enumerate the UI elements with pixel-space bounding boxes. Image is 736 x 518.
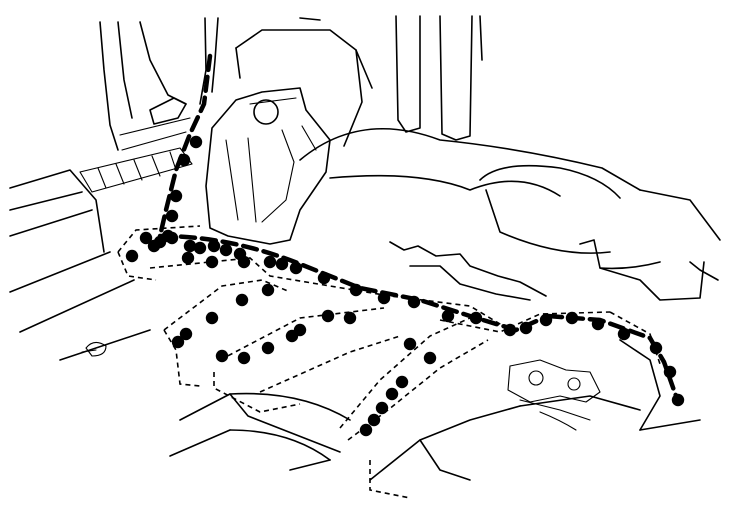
spot-weld — [125, 249, 139, 263]
spot-weld — [469, 311, 483, 325]
spot-weld — [407, 295, 421, 309]
hidden-edge-lines — [117, 225, 661, 499]
spot-weld — [237, 255, 251, 269]
spot-weld — [591, 317, 605, 331]
spot-weld — [343, 311, 357, 325]
spot-weld — [565, 311, 579, 325]
spot-weld — [171, 335, 185, 349]
spot-weld — [663, 365, 677, 379]
spot-weld — [503, 323, 517, 337]
spot-weld — [423, 351, 437, 365]
spot-weld — [205, 255, 219, 269]
spot-weld — [317, 271, 331, 285]
spot-weld — [235, 293, 249, 307]
spot-weld — [189, 135, 203, 149]
spot-weld — [165, 231, 179, 245]
body-structure-lines — [9, 15, 721, 481]
spot-weld — [237, 351, 251, 365]
spot-weld — [617, 327, 631, 341]
spot-weld — [395, 375, 409, 389]
spot-weld — [289, 261, 303, 275]
spot-weld — [165, 209, 179, 223]
spot-weld — [375, 401, 389, 415]
spot-weld — [153, 235, 167, 249]
spot-weld — [139, 231, 153, 245]
spot-weld — [359, 423, 373, 437]
spot-weld — [261, 283, 275, 297]
spot-weld — [519, 321, 533, 335]
spot-weld — [215, 349, 229, 363]
spot-weld — [261, 341, 275, 355]
spot-weld — [377, 291, 391, 305]
spot-weld — [539, 313, 553, 327]
spot-weld — [183, 239, 197, 253]
spot-weld — [403, 337, 417, 351]
spot-weld — [321, 309, 335, 323]
spot-weld — [285, 329, 299, 343]
spot-weld — [367, 413, 381, 427]
spot-weld — [263, 255, 277, 269]
sealer-bead-lines — [157, 53, 679, 399]
spot-weld — [179, 327, 193, 341]
spot-weld — [671, 393, 685, 407]
spot-weld — [385, 387, 399, 401]
spot-weld — [275, 257, 289, 271]
spot-weld — [193, 241, 207, 255]
spot-weld — [207, 239, 221, 253]
spot-weld-points — [125, 135, 685, 437]
spot-weld — [441, 309, 455, 323]
spot-weld — [649, 341, 663, 355]
spot-weld — [181, 251, 195, 265]
spot-weld — [177, 153, 191, 167]
spot-weld — [205, 311, 219, 325]
spot-weld — [219, 243, 233, 257]
spot-weld — [349, 283, 363, 297]
spot-weld — [169, 189, 183, 203]
